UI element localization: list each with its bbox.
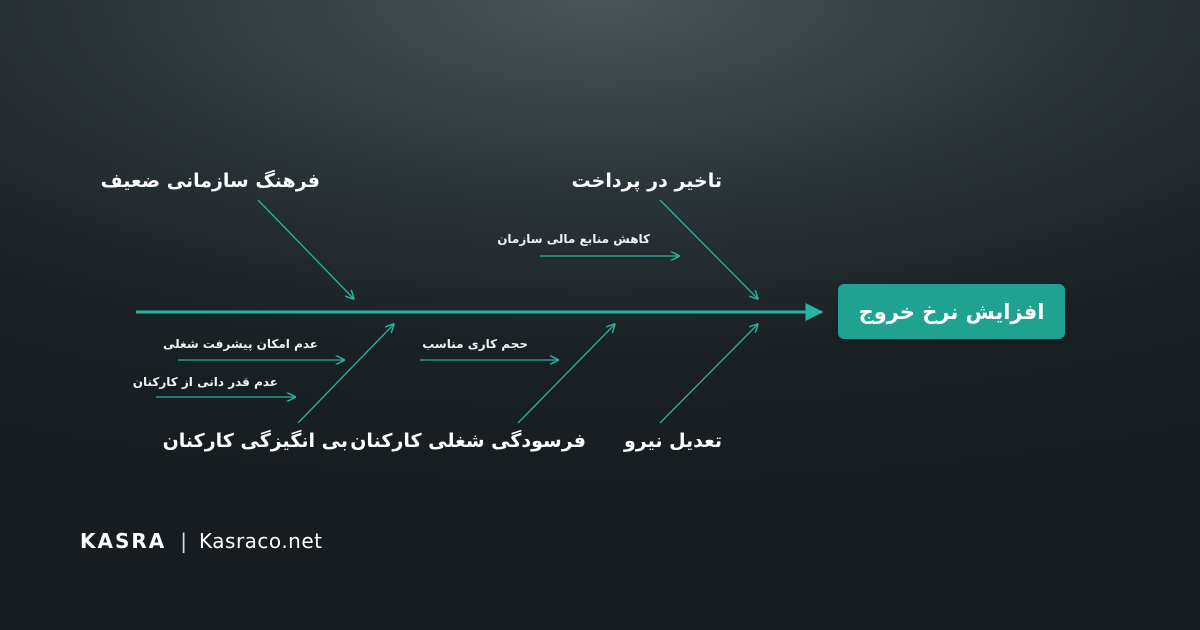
sub-cause-label-bottom-left-2: عدم قدر دانی از کارکنان [132,375,278,389]
effect-label: افزایش نرخ خروج [858,299,1045,324]
cause-label-bottom-middle: فرسودگی شغلی کارکنان [350,430,586,452]
cause-label-top-right: تاخیر در پرداخت [571,170,722,192]
bone-top-left [257,199,353,298]
bone-bottom-middle [517,325,614,424]
sub-cause-label-bottom-left-1: عدم امکان پیشرفت شغلی [163,337,318,351]
sub-cause-label-bottom-middle: حجم کاری مناسب [422,337,528,351]
brand-logo: KASRA [80,529,167,553]
cause-label-bottom-right: تعدیل نیرو [623,430,722,452]
sub-cause-label-top-right: کاهش منابع مالی سازمان [497,232,650,246]
bone-bottom-left [297,325,393,424]
bone-top-right [659,199,757,298]
bone-bottom-right [659,325,757,424]
cause-label-top-left: فرهنگ سازمانی ضعیف [100,170,320,192]
brand-site-link[interactable]: Kasraco.net [199,529,323,553]
cause-label-bottom-left: بی انگیزگی کارکنان [162,430,348,452]
brand: KASRA | Kasraco.net [80,526,323,556]
effect-box: افزایش نرخ خروج [838,284,1065,339]
brand-separator: | [180,529,188,553]
